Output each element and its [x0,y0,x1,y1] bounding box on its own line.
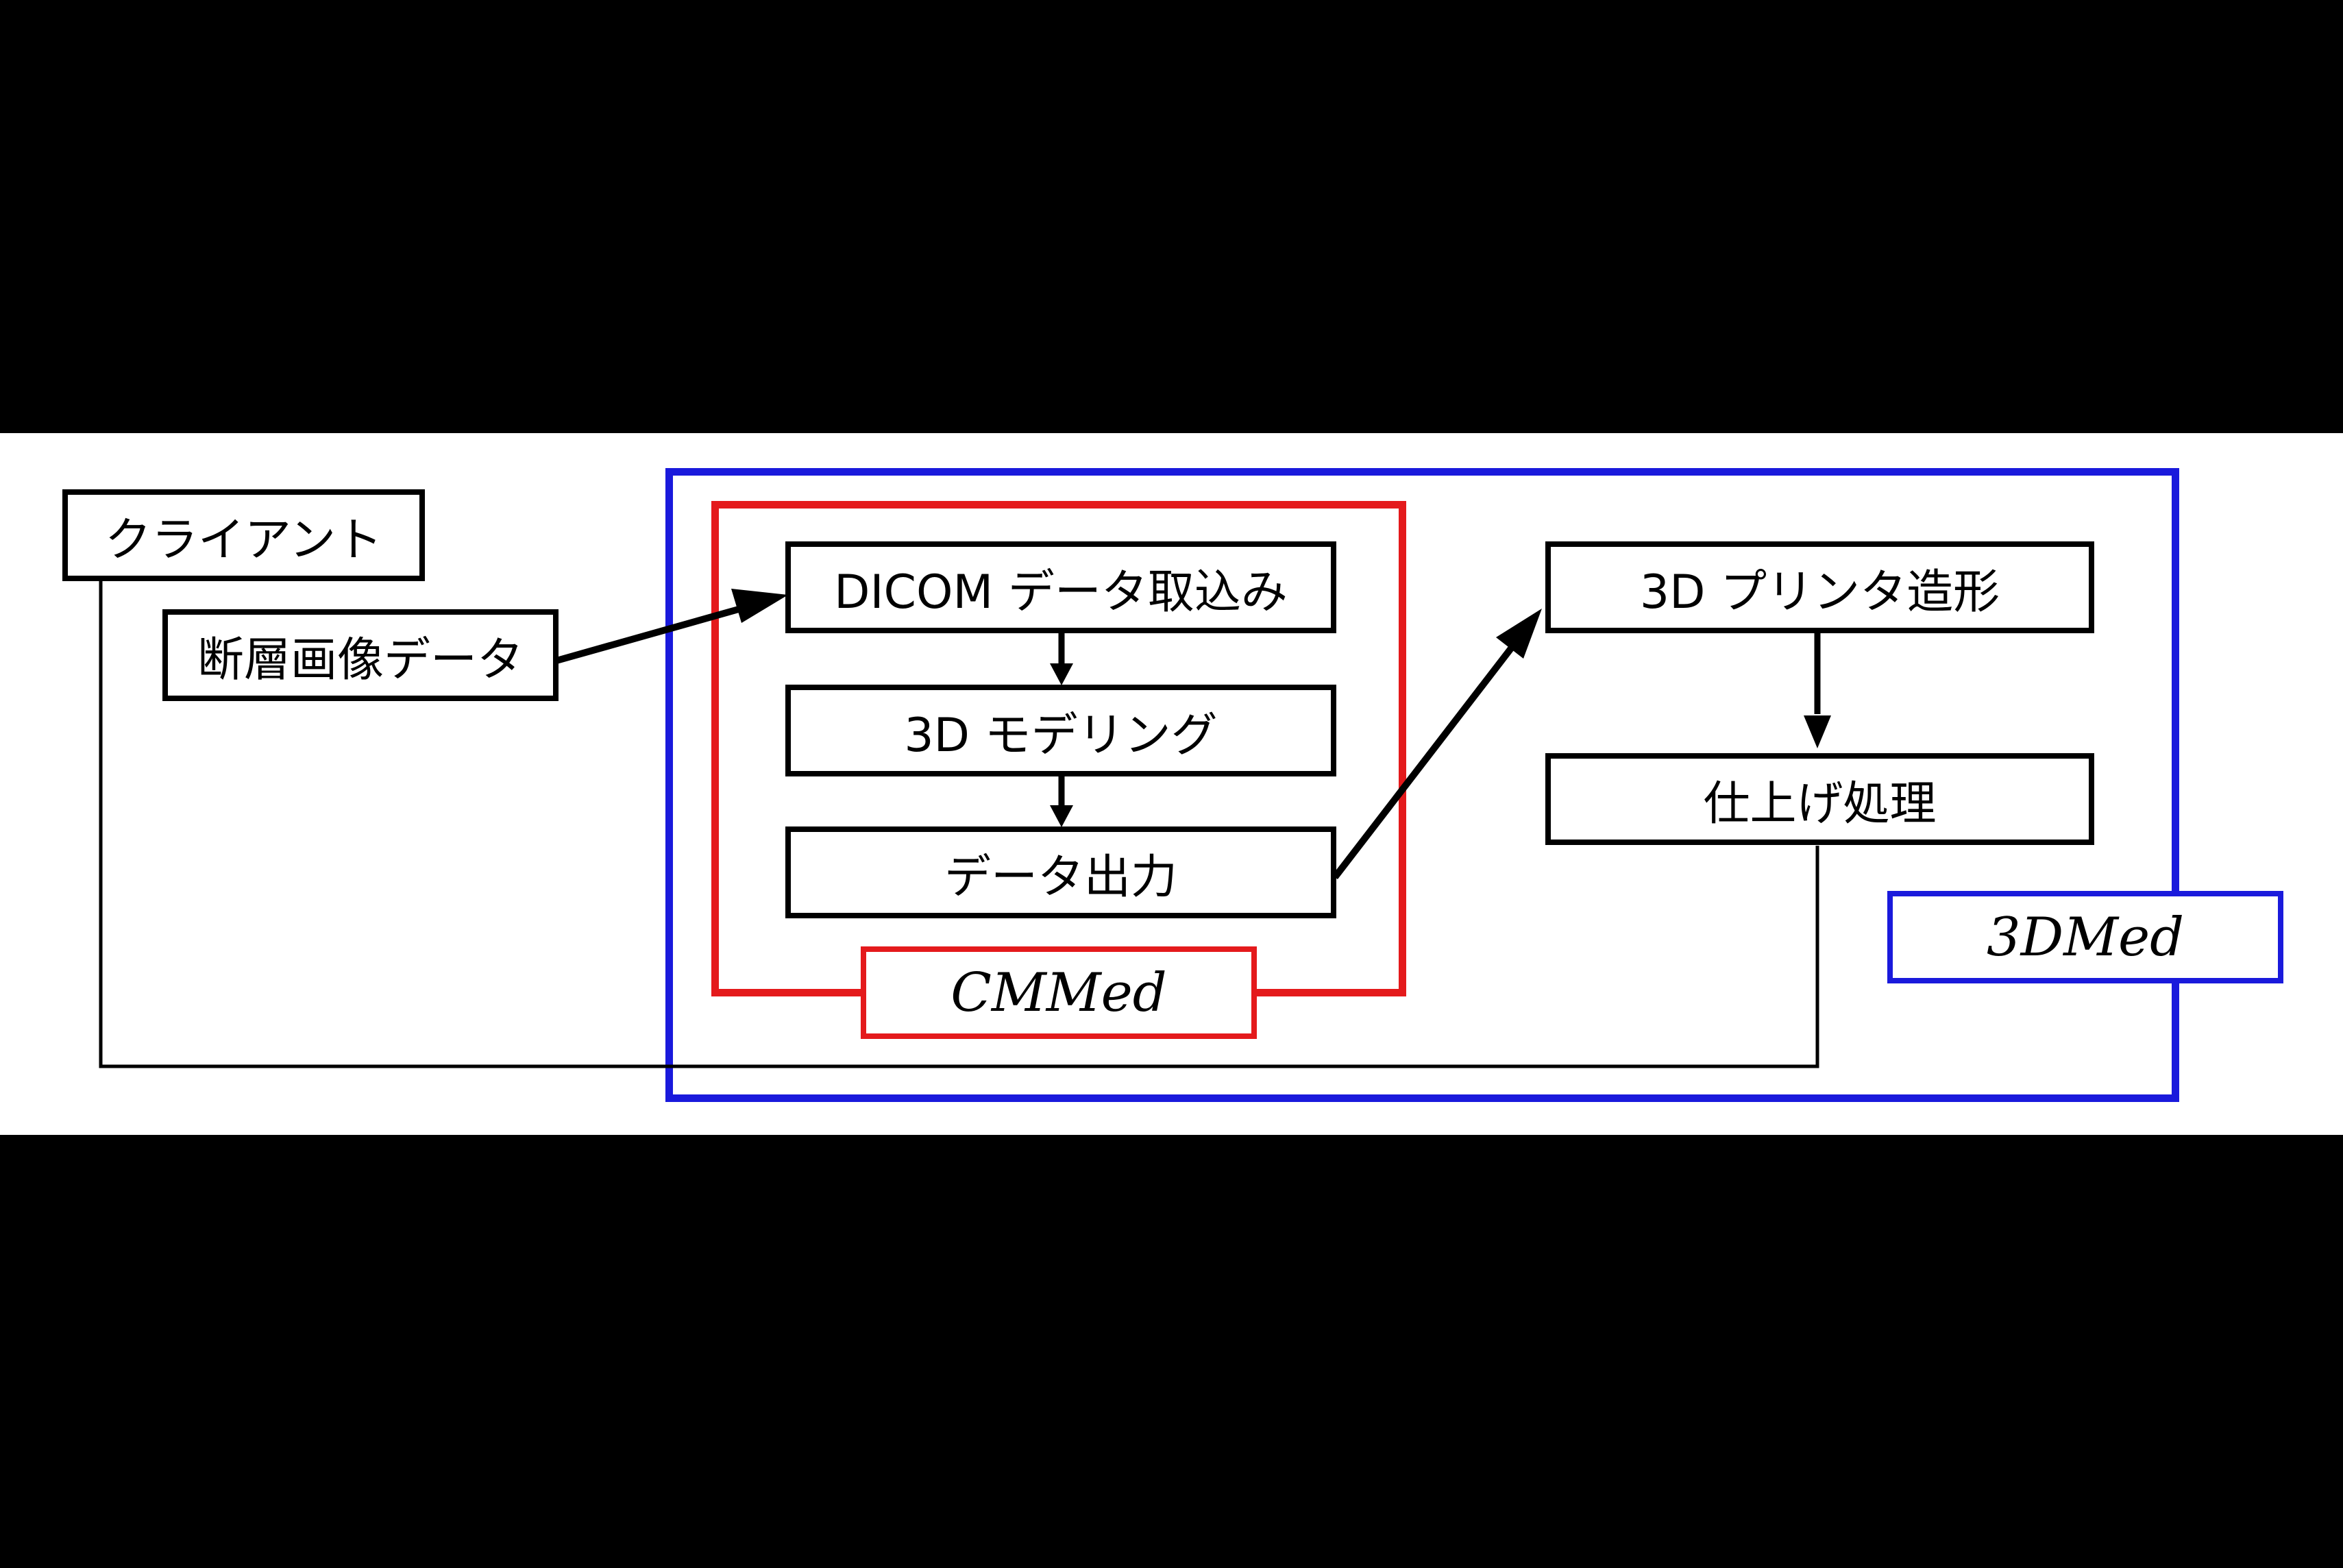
client-label: クライアント [104,513,383,567]
modeling-label: 3D モデリング [904,708,1218,763]
arrow-tomo-to-dicom [555,604,745,664]
client-node: クライアント [62,489,425,581]
cmmed-label-box: CMMed [861,946,1257,1039]
modeling-node: 3D モデリング [785,685,1336,776]
dicom-import-label: DICOM データ取込み [834,565,1288,620]
arrow-tomo-to-dicom-head [731,589,788,623]
top-black-band [0,0,2343,433]
arrow-output-to-print-head [1496,609,1542,659]
finishing-node: 仕上げ処理 [1545,753,2094,845]
data-output-node: データ出力 [785,826,1336,918]
return-line [99,563,1819,1068]
data-output-label: データ出力 [944,850,1177,905]
finishing-label: 仕上げ処理 [1703,776,1937,831]
arrow-modeling-to-output-head [1050,805,1073,827]
print-node: 3D プリンタ造形 [1545,541,2094,633]
arrow-dicom-to-modeling-head [1050,663,1073,685]
tomographic-data-node: 断層画像データ [162,609,559,701]
group-3dmed-frame [665,468,2179,1102]
bottom-black-band [0,1135,2343,1568]
connectors [90,533,1831,1068]
diagram-canvas: クライアント 断層画像データ DICOM データ取込み 3D モデリング データ… [0,433,2343,1135]
cmmed-label: CMMed [950,961,1167,1024]
dicom-import-node: DICOM データ取込み [785,541,1336,633]
arrow-print-to-finishing-head [1804,715,1831,748]
tomographic-data-label: 断層画像データ [197,633,524,687]
print-label: 3D プリンタ造形 [1639,565,2000,620]
3dmed-label-box: 3DMed [1887,891,2283,983]
arrow-output-to-print [1332,646,1514,880]
3dmed-label: 3DMed [1986,906,2185,968]
